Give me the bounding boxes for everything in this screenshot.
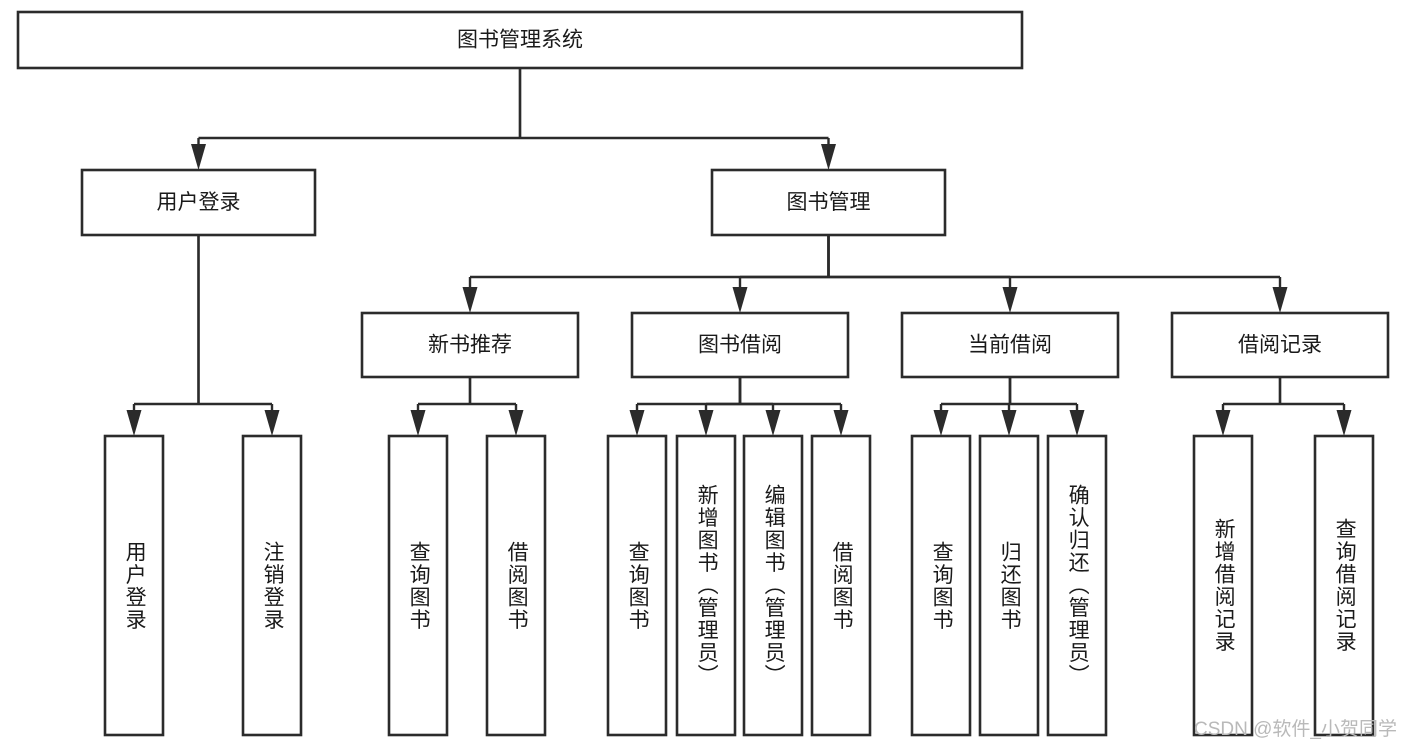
node-box-leaf-add-record: [1192, 434, 1254, 737]
arrow-head-icon: [698, 410, 714, 436]
node-box-leaf-query-record: [1313, 434, 1375, 737]
node-user-login[interactable]: 用户登录: [80, 168, 317, 237]
node-current-borrow[interactable]: 当前借阅: [900, 311, 1120, 379]
node-box-leaf-user-login: [103, 434, 165, 737]
connector-book-manage-to-borrow-record: [827, 235, 1288, 313]
node-label-user-login: 用户登录: [157, 191, 241, 214]
connector-layer: [126, 68, 1352, 436]
node-label-current-borrow: 当前借阅: [968, 334, 1052, 357]
node-leaf-query-book-rec[interactable]: [387, 434, 449, 737]
node-leaf-user-login[interactable]: [103, 434, 165, 737]
node-label-book-manage: 图书管理: [787, 191, 871, 214]
arrow-head-icon: [933, 410, 949, 436]
arrow-head-icon: [1001, 410, 1017, 436]
arrow-head-icon: [765, 410, 781, 436]
arrow-head-icon: [1002, 287, 1018, 313]
connector-user-login-to-leaf-logout: [197, 235, 280, 436]
arrow-head-icon: [508, 410, 524, 436]
arrow-head-icon: [629, 410, 645, 436]
node-box-user-login: [80, 168, 317, 237]
arrow-head-icon: [833, 410, 849, 436]
arrow-head-icon: [462, 287, 478, 313]
node-box-leaf-add-book: [675, 434, 737, 737]
node-box-leaf-edit-book: [742, 434, 804, 737]
node-leaf-borrow-book[interactable]: [810, 434, 872, 737]
arrow-head-icon: [410, 410, 426, 436]
node-leaf-query-book[interactable]: [606, 434, 668, 737]
node-box-leaf-query-book: [606, 434, 668, 737]
connector-book-manage-to-current-borrow: [827, 235, 1018, 313]
node-box-leaf-borrow-book-rec: [485, 434, 547, 737]
arrow-head-icon: [732, 287, 748, 313]
watermark-text: CSDN @软件_小贺同学: [1194, 719, 1397, 740]
node-book-borrow[interactable]: 图书借阅: [630, 311, 850, 379]
node-new-book-rec[interactable]: 新书推荐: [360, 311, 580, 379]
connector-book-borrow-to-leaf-borrow-book: [738, 377, 849, 436]
node-leaf-add-book[interactable]: [675, 434, 737, 737]
arrow-head-icon: [191, 144, 206, 170]
arrow-head-icon: [1272, 287, 1288, 313]
connector-new-book-rec-to-leaf-borrow-book-rec: [468, 377, 524, 436]
node-box-leaf-logout: [241, 434, 303, 737]
node-box-root: [16, 10, 1024, 70]
connector-book-borrow-to-leaf-add-book: [698, 377, 742, 436]
connector-current-borrow-to-leaf-confirm-return: [1008, 377, 1085, 436]
node-box-new-book-rec: [360, 311, 580, 379]
node-leaf-query-book-cur[interactable]: [910, 434, 972, 737]
connector-current-borrow-to-leaf-query-book-cur: [933, 377, 1012, 436]
node-leaf-query-record[interactable]: [1313, 434, 1375, 737]
node-leaf-borrow-book-rec[interactable]: [485, 434, 547, 737]
node-box-current-borrow: [900, 311, 1120, 379]
node-box-borrow-record: [1170, 311, 1390, 379]
node-leaf-logout[interactable]: [241, 434, 303, 737]
node-box-book-manage: [710, 168, 947, 237]
connector-book-borrow-to-leaf-edit-book: [738, 377, 781, 436]
arrow-head-icon: [1069, 410, 1085, 436]
connector-book-manage-to-new-book-rec: [462, 235, 830, 313]
node-leaf-edit-book[interactable]: [742, 434, 804, 737]
node-box-leaf-query-book-cur: [910, 434, 972, 737]
connector-book-borrow-to-leaf-query-book: [629, 377, 742, 436]
node-label-borrow-record: 借阅记录: [1238, 334, 1322, 357]
arrow-head-icon: [126, 410, 142, 436]
node-box-leaf-borrow-book: [810, 434, 872, 737]
connector-new-book-rec-to-leaf-query-book-rec: [410, 377, 472, 436]
node-box-book-borrow: [630, 311, 850, 379]
connector-book-manage-to-book-borrow: [732, 235, 830, 313]
node-label-root: 图书管理系统: [457, 29, 583, 52]
connector-root-to-user-login: [191, 68, 522, 170]
arrow-head-icon: [264, 410, 280, 436]
node-borrow-record[interactable]: 借阅记录: [1170, 311, 1390, 379]
node-box-leaf-query-book-rec: [387, 434, 449, 737]
node-box-leaf-return-book: [978, 434, 1040, 737]
arrow-head-icon: [821, 144, 836, 170]
connector-borrow-record-to-leaf-add-record: [1215, 377, 1282, 436]
arrow-head-icon: [1215, 410, 1231, 436]
arrow-head-icon: [1336, 410, 1352, 436]
node-label-new-book-rec: 新书推荐: [428, 334, 512, 357]
node-leaf-confirm-return[interactable]: [1046, 434, 1108, 737]
node-label-book-borrow: 图书借阅: [698, 334, 782, 357]
node-book-manage[interactable]: 图书管理: [710, 168, 947, 237]
node-root[interactable]: 图书管理系统: [16, 10, 1024, 70]
connector-root-to-book-manage: [518, 68, 836, 170]
node-leaf-add-record[interactable]: [1192, 434, 1254, 737]
connector-user-login-to-leaf-user-login: [126, 235, 200, 436]
connector-borrow-record-to-leaf-query-record: [1278, 377, 1352, 436]
node-box-leaf-confirm-return: [1046, 434, 1108, 737]
node-leaf-return-book[interactable]: [978, 434, 1040, 737]
